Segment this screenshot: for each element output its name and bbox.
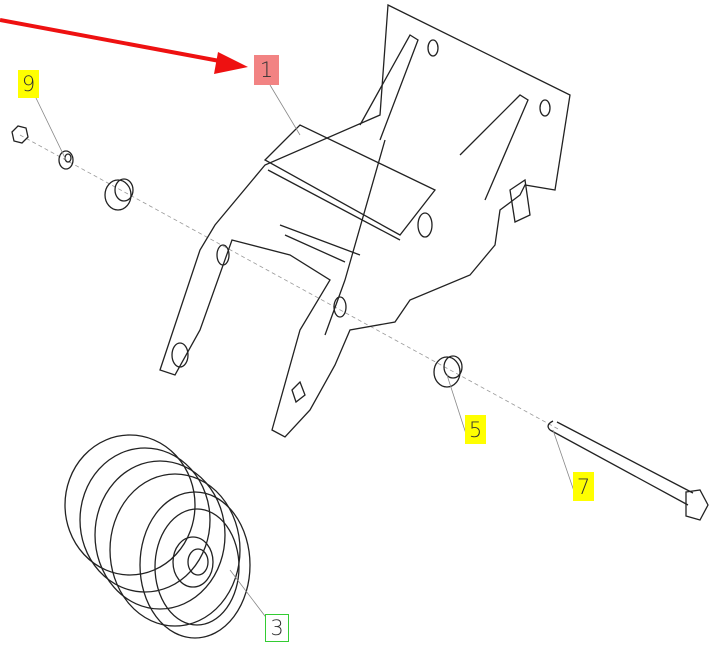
bracket-part-1 [159, 3, 571, 438]
leader-line-1 [269, 84, 301, 136]
leader-line-9 [35, 97, 67, 161]
bushing-left [104, 178, 134, 211]
callout-part-9[interactable]: 9 [18, 70, 39, 98]
bushing-part-5 [433, 355, 463, 388]
bolt-part-7 [547, 420, 709, 521]
assembly-axis-line [19, 134, 561, 431]
nut-part-9 [11, 125, 74, 170]
callout-part-7[interactable]: 7 [573, 472, 594, 501]
leader-line-3 [229, 569, 269, 621]
red-pointer-arrow [0, 18, 248, 74]
callout-part-1[interactable]: 1 [254, 55, 279, 85]
leader-line-5 [446, 374, 469, 441]
callout-part-5[interactable]: 5 [465, 415, 486, 444]
pulley-part-3 [64, 434, 251, 639]
leader-line-7 [552, 429, 577, 498]
callout-part-3[interactable]: 3 [265, 614, 289, 642]
